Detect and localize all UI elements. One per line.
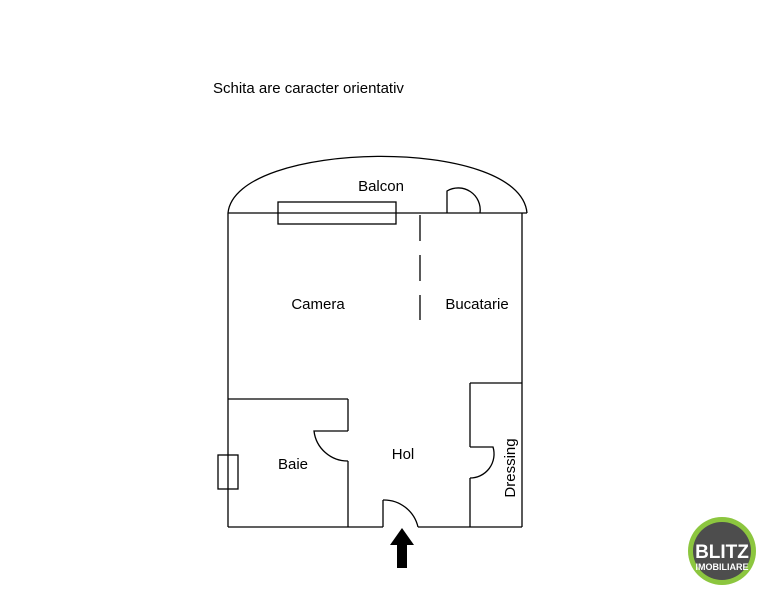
balcony-window: [277, 201, 397, 225]
arrow-up-icon: [390, 528, 414, 568]
room-label-dressing: Dressing: [502, 438, 519, 497]
disclaimer-note: Schita are caracter orientativ: [213, 80, 404, 97]
room-label-baie: Baie: [278, 456, 308, 473]
room-label-camera: Camera: [291, 296, 345, 313]
balcony-outline: [227, 155, 528, 214]
bath-door: [313, 430, 349, 462]
bath-window: [217, 454, 239, 490]
room-label-bucatarie: Bucatarie: [445, 296, 508, 313]
room-label-balcon: Balcon: [358, 178, 404, 195]
blitz-logo: BLITZ IMOBILIARE: [688, 517, 756, 585]
logo-name: BLITZ: [695, 542, 749, 563]
room-label-hol: Hol: [392, 446, 415, 463]
balcony-door: [446, 187, 481, 214]
entrance-door: [382, 499, 419, 528]
logo-subtitle: IMOBILIARE: [696, 562, 749, 572]
dressing-door: [469, 446, 495, 479]
